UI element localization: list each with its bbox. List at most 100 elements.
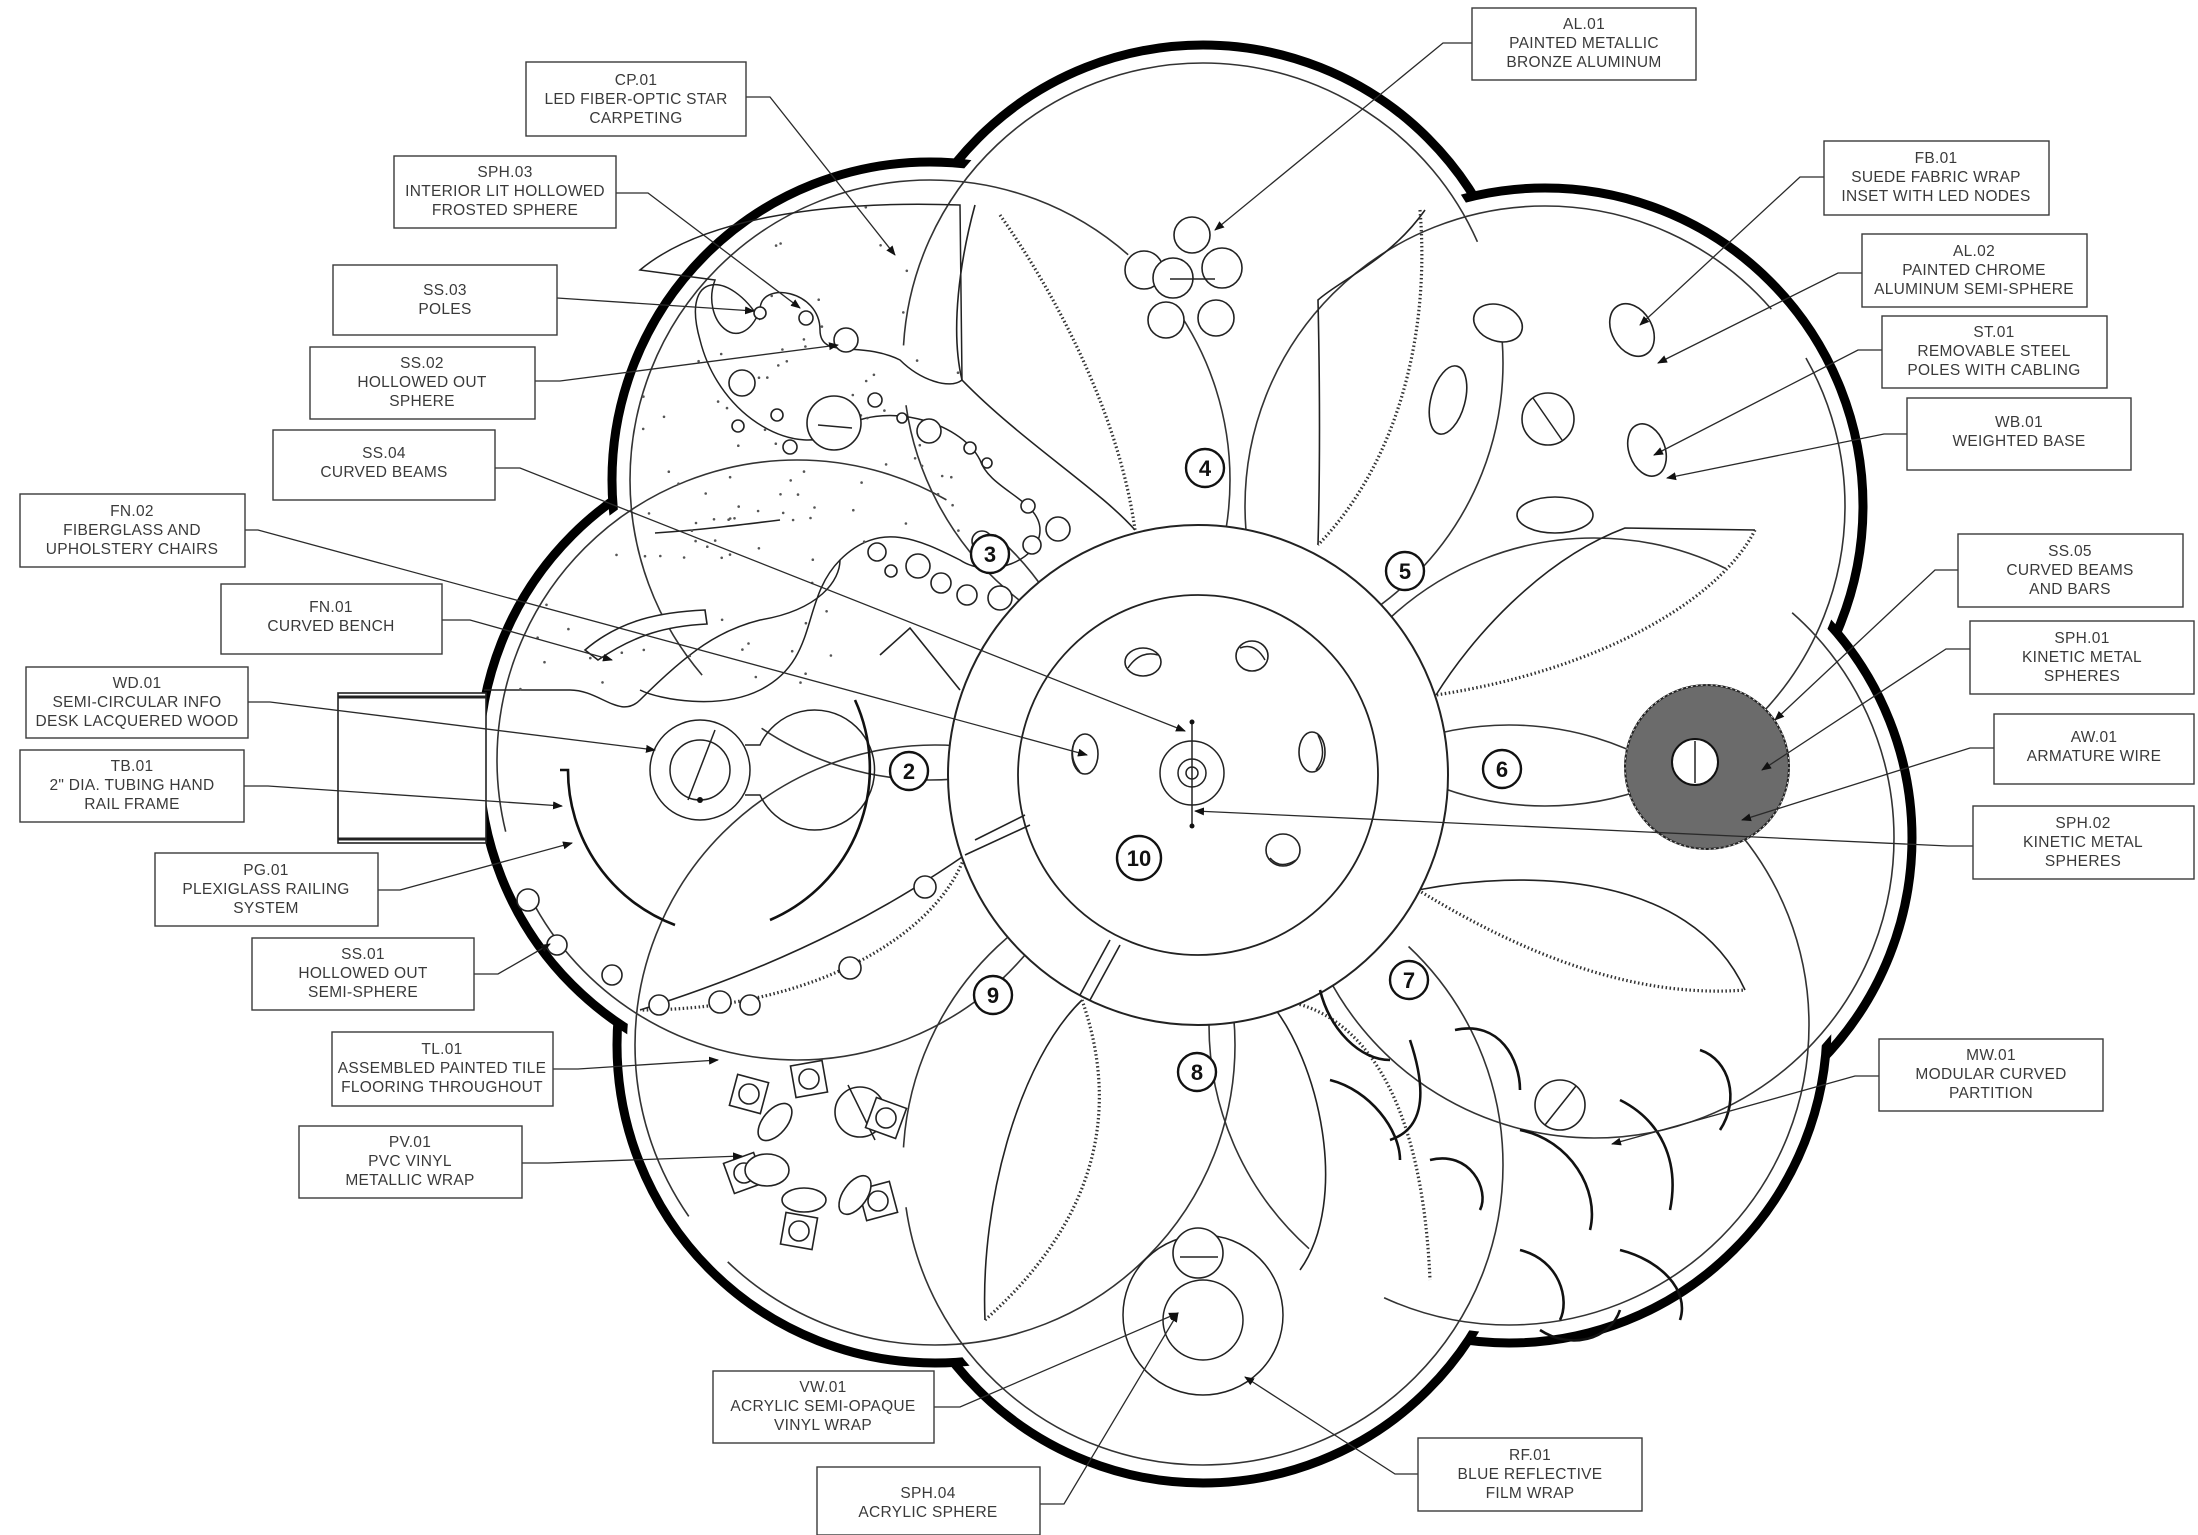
carpet-star-dot <box>694 521 698 525</box>
callout-ss-05: SS.05 CURVED BEAMS AND BARS <box>1957 533 2184 608</box>
carpet-star-dot <box>694 539 697 543</box>
carpet-star-dot <box>804 672 807 675</box>
carpet-star-dot <box>647 512 651 515</box>
svg-text:POLES: POLES <box>418 301 471 318</box>
svg-text:PG.01: PG.01 <box>243 862 288 879</box>
svg-text:PAINTED METALLIC: PAINTED METALLIC <box>1509 35 1659 52</box>
carpet-star-dot <box>727 518 730 521</box>
svg-text:SEMI-CIRCULAR INFO: SEMI-CIRCULAR INFO <box>52 694 221 711</box>
carpet-star-dot <box>667 470 671 474</box>
central-hub <box>947 524 1449 1026</box>
carpet-star-dot <box>766 376 769 379</box>
callout-fn-02: FN.02 FIBERGLASS AND UPHOLSTERY CHAIRS <box>19 493 246 568</box>
svg-text:BRONZE ALUMINUM: BRONZE ALUMINUM <box>1506 54 1661 71</box>
svg-text:2" DIA. TUBING HAND: 2" DIA. TUBING HAND <box>49 777 214 794</box>
carpet-star-dot <box>915 359 919 362</box>
callout-tb-01: TB.01 2" DIA. TUBING HAND RAIL FRAME <box>19 749 245 823</box>
svg-text:ASSEMBLED PAINTED TILE: ASSEMBLED PAINTED TILE <box>338 1060 546 1077</box>
callout-fn-01: FN.01 CURVED BENCH <box>220 583 443 655</box>
svg-text:INTERIOR LIT HOLLOWED: INTERIOR LIT HOLLOWED <box>405 183 605 200</box>
callout-ss-01: SS.01 HOLLOWED OUT SEMI-SPHERE <box>251 937 475 1011</box>
callout-pv-01: PV.01 PVC VINYL METALLIC WRAP <box>298 1125 523 1199</box>
svg-text:SS.05: SS.05 <box>2048 543 2092 560</box>
carpet-star-dot <box>737 444 740 448</box>
svg-text:SEMI-SPHERE: SEMI-SPHERE <box>308 984 418 1001</box>
svg-text:CURVED BENCH: CURVED BENCH <box>267 618 394 635</box>
svg-text:CURVED BEAMS: CURVED BEAMS <box>320 464 447 481</box>
carpet-star-dot <box>741 648 744 651</box>
svg-text:MODULAR CURVED: MODULAR CURVED <box>1915 1066 2066 1083</box>
carpet-star-dot <box>747 642 750 645</box>
callout-fb-01: FB.01 SUEDE FABRIC WRAP INSET WITH LED N… <box>1823 140 2050 216</box>
carpet-star-dot <box>543 660 546 664</box>
svg-text:HOLLOWED OUT: HOLLOWED OUT <box>357 374 487 391</box>
svg-text:SPHERE: SPHERE <box>389 393 455 410</box>
svg-text:POLES WITH CABLING: POLES WITH CABLING <box>1907 362 2080 379</box>
carpet-star-dot <box>733 517 736 520</box>
carpet-star-dot <box>811 558 815 561</box>
carpet-star-dot <box>852 508 855 512</box>
carpet-star-dot <box>860 481 863 484</box>
carpet-star-dot <box>756 509 760 513</box>
carpet-star-dot <box>796 493 800 496</box>
zone-number-7: 7 <box>1403 968 1415 993</box>
callout-pg-01: PG.01 PLEXIGLASS RAILING SYSTEM <box>154 852 379 927</box>
carpet-star-dot <box>940 474 944 478</box>
carpet-star-dot <box>770 294 773 298</box>
zone-4-chairs <box>1124 216 1243 339</box>
zone-number-2: 2 <box>903 759 915 784</box>
carpet-star-dot <box>601 681 604 684</box>
callout-sph-02: SPH.02 KINETIC METAL SPHERES <box>1972 805 2195 880</box>
carpet-star-dot <box>905 269 909 273</box>
carpet-star-dot <box>545 603 548 607</box>
carpet-star-dot <box>706 545 709 548</box>
callout-cp-01: CP.01 LED FIBER-OPTIC STAR CARPETING <box>525 61 747 137</box>
carpet-star-dot <box>716 400 720 403</box>
carpet-star-dot <box>704 492 707 495</box>
svg-text:FN.02: FN.02 <box>110 503 154 520</box>
svg-text:WB.01: WB.01 <box>1995 414 2043 431</box>
carpet-star-dot <box>864 206 868 209</box>
zone-5-objects <box>1428 302 1668 534</box>
callout-vw-01: VW.01 ACRYLIC SEMI-OPAQUE VINYL WRAP <box>712 1370 935 1444</box>
svg-text:HOLLOWED OUT: HOLLOWED OUT <box>298 965 428 982</box>
callout-sph-03: SPH.03 INTERIOR LIT HOLLOWED FROSTED SPH… <box>393 155 617 229</box>
carpet-star-dot <box>719 352 723 356</box>
carpet-star-dot <box>913 457 917 460</box>
carpet-star-dot <box>757 376 761 380</box>
carpet-star-dot <box>884 463 888 466</box>
carpet-star-dot <box>936 492 940 496</box>
carpet-star-dot <box>779 242 782 245</box>
svg-text:ARMATURE WIRE: ARMATURE WIRE <box>2027 748 2162 765</box>
svg-text:FB.01: FB.01 <box>1915 150 1958 167</box>
svg-text:SS.02: SS.02 <box>400 355 444 372</box>
callout-rf-01: RF.01 BLUE REFLECTIVE FILM WRAP <box>1417 1437 1643 1512</box>
carpet-star-dot <box>662 415 666 419</box>
carpet-star-dot <box>754 675 758 679</box>
svg-text:ACRYLIC SPHERE: ACRYLIC SPHERE <box>858 1504 997 1521</box>
leader-lines <box>244 42 1994 1505</box>
carpet-star-dot <box>725 406 729 410</box>
callout-ss-03: SS.03 POLES <box>332 264 558 336</box>
callout-sph-04: SPH.04 ACRYLIC SPHERE <box>816 1466 1041 1535</box>
callout-al-01: AL.01 PAINTED METALLIC BRONZE ALUMINUM <box>1471 7 1697 81</box>
svg-text:SPH.01: SPH.01 <box>2054 630 2109 647</box>
svg-text:SPHERES: SPHERES <box>2045 853 2121 870</box>
svg-text:RF.01: RF.01 <box>1509 1447 1551 1464</box>
carpet-star-dot <box>872 373 876 377</box>
svg-text:ALUMINUM SEMI-SPHERE: ALUMINUM SEMI-SPHERE <box>1874 281 2074 298</box>
carpet-star-dot <box>757 547 761 550</box>
carpet-star-dot <box>804 345 807 348</box>
carpet-star-dot <box>825 610 828 613</box>
carpet-star-dot <box>817 298 820 302</box>
svg-text:PAINTED CHROME: PAINTED CHROME <box>1902 262 2045 279</box>
svg-text:REMOVABLE STEEL: REMOVABLE STEEL <box>1917 343 2070 360</box>
svg-text:AW.01: AW.01 <box>2071 729 2118 746</box>
svg-text:SYSTEM: SYSTEM <box>233 900 299 917</box>
carpet-star-dot <box>728 553 732 556</box>
room-dividers <box>639 204 1757 1322</box>
carpet-star-dot <box>950 475 953 479</box>
carpet-star-dot <box>862 540 866 543</box>
carpet-star-dot <box>713 539 717 542</box>
callout-wd-01: WD.01 SEMI-CIRCULAR INFO DESK LACQUERED … <box>25 666 249 739</box>
